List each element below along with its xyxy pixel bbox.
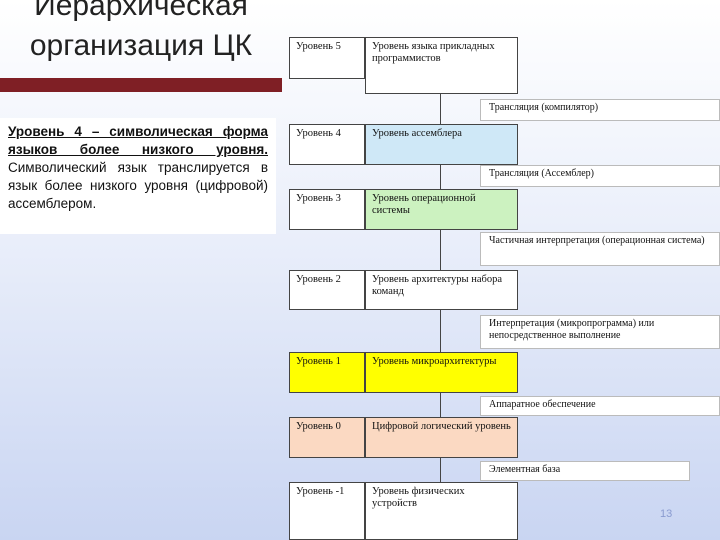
- level-2-label: Уровень 2: [289, 270, 365, 310]
- connector-3-2: [440, 230, 441, 270]
- level-3-desc: Уровень операционной системы: [365, 189, 518, 230]
- connector-4-3: [440, 165, 441, 189]
- level-2-desc: Уровень архитектуры набора команд: [365, 270, 518, 310]
- level-4-label: Уровень 4: [289, 124, 365, 165]
- level-5-label: Уровень 5: [289, 37, 365, 79]
- page-title: Иерархическая организация ЦК: [29, 0, 253, 62]
- page-number: 13: [660, 508, 673, 520]
- title-accent-bar: [0, 78, 282, 92]
- transition-assembler: Трансляция (Ассемблер): [480, 165, 720, 187]
- connector-1-0: [440, 393, 441, 417]
- transition-compiler: Трансляция (компилятор): [480, 99, 720, 121]
- level-0-label: Уровень 0: [289, 417, 365, 458]
- level-4-desc: Уровень ассемблера: [365, 124, 518, 165]
- level4-lead-text: Уровень 4 – символическая форма языков б…: [8, 124, 268, 157]
- level-3-label: Уровень 3: [289, 189, 365, 230]
- connector-2-1: [440, 310, 441, 352]
- connector-0-m1: [440, 458, 441, 482]
- level4-body-text: Символический язык транслируется в язык …: [8, 160, 268, 211]
- transition-element-base: Элементная база: [480, 461, 690, 481]
- transition-hardware: Аппаратное обеспечение: [480, 396, 720, 416]
- level-0-desc: Цифровой логический уровень: [365, 417, 518, 458]
- level-1-label: Уровень 1: [289, 352, 365, 393]
- level-5-desc: Уровень языка прикладных программистов: [365, 37, 518, 94]
- level4-description: Уровень 4 – символическая форма языков б…: [0, 118, 276, 234]
- connector-5-4: [440, 94, 441, 124]
- level-1-desc: Уровень микроархитектуры: [365, 352, 518, 393]
- transition-os: Частичная интерпретация (операционная си…: [480, 232, 720, 266]
- level-minus1-label: Уровень -1: [289, 482, 365, 540]
- transition-microprogram: Интерпретация (микропрограмма) или непос…: [480, 315, 720, 349]
- level-minus1-desc: Уровень физических устройств: [365, 482, 518, 540]
